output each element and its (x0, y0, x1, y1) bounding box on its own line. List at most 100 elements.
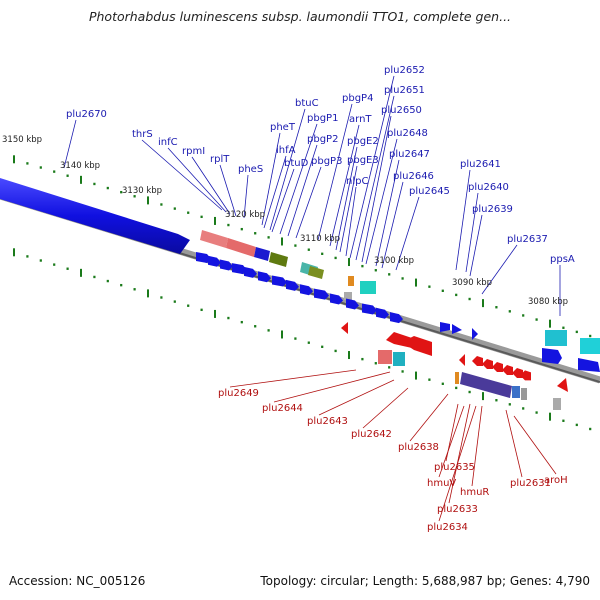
gene-label-plu2643[interactable]: plu2643 (307, 416, 348, 427)
gene-reverse-1[interactable] (341, 322, 348, 334)
gene-reverse[interactable] (482, 359, 493, 369)
leader-line (191, 156, 231, 215)
gene-label-plu2649[interactable]: plu2649 (218, 388, 259, 399)
leader-line (481, 244, 518, 295)
accession-text: Accession: NC_005126 (9, 574, 146, 588)
gene-reverse[interactable] (492, 362, 503, 372)
feature-box-gray[interactable] (344, 292, 352, 300)
feature-box-cyan[interactable] (360, 281, 376, 294)
feature-box-cyan-r1[interactable] (545, 330, 567, 346)
gene-label-plu2641[interactable]: plu2641 (460, 159, 501, 170)
feature-box-cyan-low[interactable] (393, 352, 405, 366)
gene-label-btuD[interactable]: btuD (284, 158, 309, 169)
gene-fwd-right-2[interactable] (452, 324, 462, 334)
leader-line (438, 405, 465, 478)
feature-box-pink-low[interactable] (378, 350, 392, 364)
feature-box-cyan-r2[interactable] (580, 338, 600, 354)
gene-label-plu2637[interactable]: plu2637 (507, 234, 548, 245)
feature-box-orange[interactable] (348, 276, 354, 286)
leader-line (318, 379, 395, 416)
gene-label-pbgP2[interactable]: pbgP2 (307, 134, 338, 145)
gene-label-plu2631[interactable]: plu2631 (510, 478, 551, 489)
gene-label-arnT[interactable]: arnT (349, 114, 372, 125)
gene-ppsA[interactable] (542, 348, 562, 364)
gene-label-plu2648[interactable]: plu2648 (387, 128, 428, 139)
gene-forward[interactable] (346, 298, 359, 310)
gene-label-pbgP1[interactable]: pbgP1 (307, 113, 338, 124)
gene-label-ppsA[interactable]: ppsA (550, 254, 575, 265)
gene-reverse[interactable] (520, 370, 531, 381)
gene-label-ihfA[interactable]: ihfA (276, 145, 296, 156)
gene-label-hmuR[interactable]: hmuR (460, 487, 489, 498)
gene-forward[interactable] (376, 307, 389, 319)
gene-label-rpmI[interactable]: rpmI (182, 146, 205, 157)
gene-forward[interactable] (330, 293, 343, 305)
gene-forward[interactable] (258, 271, 271, 283)
scale-label: 3080 kbp (528, 297, 568, 307)
feature-hmu-block[interactable] (460, 372, 512, 398)
gene-label-btuC[interactable]: btuC (295, 98, 319, 109)
gene-label-thrS[interactable]: thrS (132, 129, 153, 140)
gene-label-plu2644[interactable]: plu2644 (262, 403, 303, 414)
gene-forward[interactable] (300, 284, 313, 296)
gene-label-pbgP3[interactable]: pbgP3 (311, 156, 342, 167)
gene-reverse-aroH[interactable] (557, 378, 568, 392)
gene-fwd-right-1[interactable] (440, 322, 450, 332)
gene-label-plu2646[interactable]: plu2646 (393, 171, 434, 182)
scale-label: 3130 kbp (122, 186, 162, 196)
gene-label-plu2638[interactable]: plu2638 (398, 442, 439, 453)
gene-reverse[interactable] (502, 365, 513, 375)
gene-label-plu2640[interactable]: plu2640 (468, 182, 509, 193)
leader-line (63, 119, 77, 169)
gene-forward[interactable] (244, 266, 257, 278)
gene-label-aroH[interactable]: aroH (544, 475, 568, 486)
feature-rna-2[interactable] (226, 238, 256, 257)
gene-label-pheS[interactable]: pheS (238, 164, 263, 175)
feature-box-blue[interactable] (254, 247, 270, 261)
gene-label-rplT[interactable]: rplT (210, 154, 230, 165)
gene-label-nlpC[interactable]: nlpC (346, 176, 368, 187)
gene-forward[interactable] (220, 259, 233, 271)
feature-box-olive-2[interactable] (308, 266, 324, 279)
gene-label-plu2633[interactable]: plu2633 (437, 504, 478, 515)
gene-label-plu2642[interactable]: plu2642 (351, 429, 392, 440)
gene-reverse-4[interactable] (459, 354, 465, 366)
feature-box-gray-low[interactable] (521, 388, 527, 400)
gene-forward[interactable] (286, 279, 299, 291)
feature-box-gray-2[interactable] (553, 398, 561, 410)
gene-label-plu2639[interactable]: plu2639 (472, 204, 513, 215)
gene-label-plu2652[interactable]: plu2652 (384, 65, 425, 76)
gene-forward[interactable] (314, 288, 329, 300)
gene-label-plu2635[interactable]: plu2635 (434, 462, 475, 473)
gene-label-hmuV[interactable]: hmuV (427, 478, 456, 489)
gene-label-pbgE3[interactable]: pbgE3 (347, 155, 379, 166)
gene-label-infC[interactable]: infC (158, 137, 178, 148)
gene-label-plu2670[interactable]: plu2670 (66, 109, 107, 120)
gene-forward[interactable] (272, 275, 287, 287)
gene-reverse[interactable] (472, 356, 483, 366)
feature-rna-1[interactable] (200, 230, 228, 248)
gene-forward[interactable] (208, 255, 221, 267)
gene-plu2670[interactable] (0, 178, 190, 254)
gene-forward[interactable] (196, 252, 211, 263)
gene-forward[interactable] (390, 312, 403, 324)
gene-label-pbgP4[interactable]: pbgP4 (342, 93, 373, 104)
gene-label-plu2647[interactable]: plu2647 (389, 149, 430, 160)
feature-box-orange-2[interactable] (455, 372, 459, 384)
gene-label-plu2634[interactable]: plu2634 (427, 522, 468, 533)
gene-label-pheT[interactable]: pheT (270, 122, 296, 133)
gene-label-plu2651[interactable]: plu2651 (384, 85, 425, 96)
gene-fwd-right-3[interactable] (472, 328, 478, 340)
feature-box-blue-low[interactable] (512, 386, 520, 398)
gene-forward[interactable] (232, 263, 247, 275)
gene-label-plu2645[interactable]: plu2645 (409, 186, 450, 197)
gene-fwd-right-4[interactable] (578, 358, 600, 372)
gene-label-plu2650[interactable]: plu2650 (381, 105, 422, 116)
gene-forward[interactable] (362, 303, 377, 315)
gene-reverse-3[interactable] (402, 336, 432, 356)
feature-box-olive[interactable] (269, 252, 288, 267)
gene-label-pbgE2[interactable]: pbgE2 (347, 136, 379, 147)
reverse-genes-row (472, 356, 531, 381)
